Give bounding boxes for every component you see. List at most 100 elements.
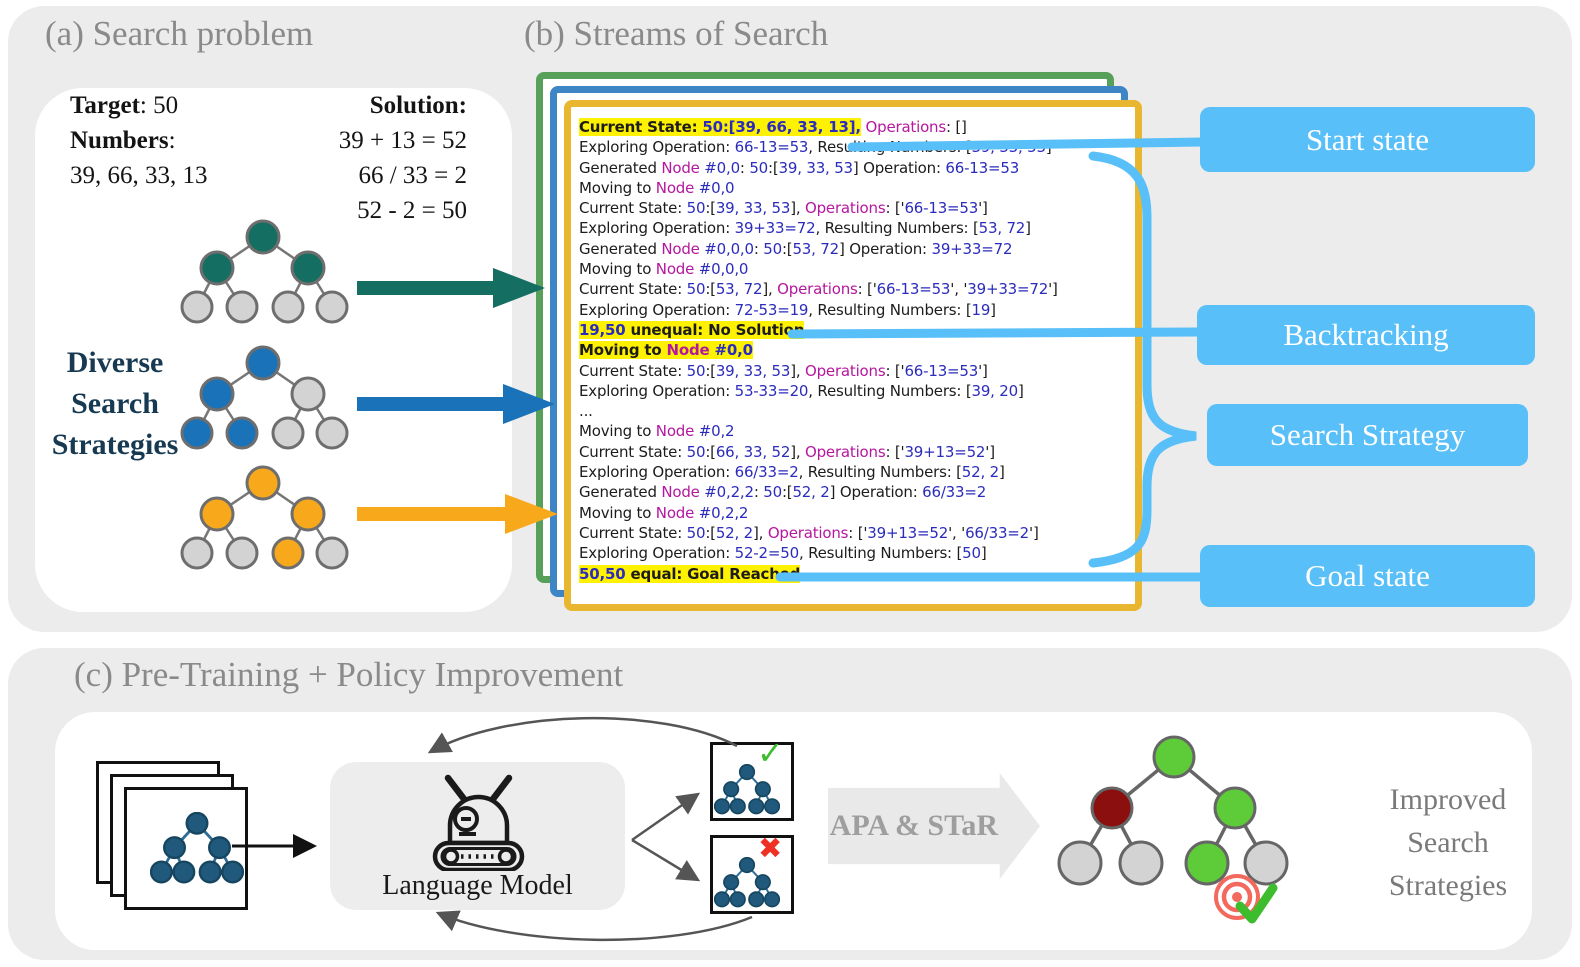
tree-node	[163, 836, 186, 860]
apa-star-arrow: APA & STaR	[828, 773, 1040, 879]
trace-line: 50,50 equal: Goal Reached	[579, 564, 801, 583]
tree-node	[172, 860, 196, 884]
tree-node	[225, 416, 259, 450]
numbers-row: Numbers:	[70, 127, 176, 154]
goal-check-icon	[1235, 883, 1278, 924]
trace-line: Current State: 50:[39, 33, 53], Operatio…	[579, 199, 988, 218]
tree-node	[315, 536, 349, 570]
solution-line: 52 - 2 = 50	[357, 197, 467, 224]
callout-search-strategy: Search Strategy	[1207, 404, 1528, 466]
trace-line: Moving to Node #0,2	[579, 422, 735, 441]
tree-node	[763, 891, 780, 908]
tree-node	[748, 891, 765, 908]
tree-node	[729, 798, 746, 815]
tree-node	[1184, 840, 1230, 886]
trace-line: Exploring Operation: 66/33=2, Resulting …	[579, 463, 1005, 482]
panel-a-title: (a) Search problem	[45, 14, 314, 53]
tree-node	[271, 416, 305, 450]
tree-node	[245, 345, 281, 381]
tree-node	[198, 860, 222, 884]
trace-line: Exploring Operation: 52-2=50, Resulting …	[579, 544, 987, 563]
problem-spec: Target: 50 Numbers: 39, 66, 33, 13	[70, 88, 208, 193]
trace-line: Current State: 50:[53, 72], Operations: …	[579, 280, 1058, 299]
tree-node	[1118, 840, 1164, 886]
tree-node	[1243, 840, 1289, 886]
tree-node	[1213, 786, 1257, 830]
tree-node	[1057, 840, 1103, 886]
trace-line: Exploring Operation: 66-13=53, Resulting…	[579, 138, 1052, 157]
trace-line: 19,50 unequal: No Solution	[579, 320, 805, 339]
correct-sample-tree-icon	[714, 764, 780, 815]
tree-node	[748, 798, 765, 815]
numbers-value: 39, 66, 33, 13	[70, 162, 208, 189]
trace-line: Current State: 50:[39, 66, 33, 13], Oper…	[579, 118, 967, 136]
tree-node	[271, 536, 305, 570]
tree-node	[723, 874, 740, 891]
panel-b-title: (b) Streams of Search	[524, 14, 829, 53]
tree-node	[290, 376, 326, 412]
tree-node	[245, 219, 281, 255]
tree-node	[729, 891, 746, 908]
tree-node	[723, 781, 740, 798]
trace-line: Exploring Operation: 39+33=72, Resulting…	[579, 219, 1031, 238]
trace-line: Moving to Node #0,0	[579, 341, 753, 360]
tree-node	[225, 536, 259, 570]
apa-star-label: APA & STaR	[829, 809, 999, 842]
search-trace: Current State: 50:[39, 66, 33, 13], Oper…	[579, 117, 1131, 584]
tree-node	[714, 798, 731, 815]
target-value: : 50	[139, 92, 179, 119]
cross-icon: ✖	[758, 831, 783, 865]
tree-node	[738, 857, 756, 874]
incorrect-sample-tree-icon	[714, 857, 780, 908]
tree-node	[271, 290, 305, 324]
search-tree-orange-icon	[180, 465, 349, 570]
training-tree-icon	[150, 812, 244, 884]
tree-node	[714, 891, 731, 908]
check-icon: ✓	[757, 734, 784, 772]
tree-node	[1152, 735, 1196, 779]
tree-node	[315, 416, 349, 450]
trace-line: Generated Node #0,2,2: 50:[52, 2] Operat…	[579, 483, 987, 502]
callout-backtracking: Backtracking	[1197, 305, 1535, 365]
tree-node	[1090, 786, 1134, 830]
trace-line: Current State: 50:[39, 33, 53], Operatio…	[579, 361, 988, 380]
improved-strategies-label: Improved Search Strategies	[1388, 783, 1508, 902]
trace-line: ...	[579, 402, 593, 421]
improved-search-tree-icon	[1057, 735, 1289, 924]
diverse-strategies-label: Diverse Search Strategies	[51, 346, 179, 461]
tree-node	[290, 496, 326, 532]
tree-node	[225, 290, 259, 324]
target-row: Target: 50	[70, 88, 208, 123]
tree-node	[185, 812, 209, 835]
trace-line: Exploring Operation: 72-53=19, Resulting…	[579, 300, 996, 319]
solution-label: Solution	[369, 92, 459, 119]
tree-node	[199, 250, 235, 286]
trace-line: Moving to Node #0,0,0	[579, 260, 749, 279]
language-model-label: Language Model	[382, 870, 573, 901]
numbers-label: Numbers	[70, 127, 169, 154]
tree-node	[208, 836, 231, 860]
search-tree-teal-icon	[180, 219, 349, 324]
trace-line: Generated Node #0,0: 50:[39, 33, 53] Ope…	[579, 158, 1020, 177]
tree-node	[199, 496, 235, 532]
panel-c-title: (c) Pre-Training + Policy Improvement	[74, 655, 624, 694]
trace-line: Moving to Node #0,2,2	[579, 503, 749, 522]
trace-line: Generated Node #0,0,0: 50:[53, 72] Opera…	[579, 239, 1013, 258]
tree-node	[754, 874, 771, 891]
tree-node	[290, 250, 326, 286]
solution-line: 39 + 13 = 52	[338, 127, 467, 154]
tree-node	[245, 465, 281, 501]
trace-line: Exploring Operation: 53-33=20, Resulting…	[579, 381, 1024, 400]
callout-goal-state: Goal state	[1200, 545, 1535, 607]
tree-node	[738, 764, 756, 781]
trace-line: Current State: 50:[66, 33, 52], Operatio…	[579, 442, 995, 461]
tree-node	[221, 860, 244, 884]
tree-node	[150, 860, 173, 884]
trace-line: Moving to Node #0,0	[579, 178, 735, 197]
target-label: Target	[70, 92, 140, 119]
callout-start-state: Start state	[1200, 107, 1535, 172]
search-tree-blue-icon	[180, 345, 349, 450]
robot-icon	[432, 774, 525, 871]
tree-node	[763, 798, 780, 815]
